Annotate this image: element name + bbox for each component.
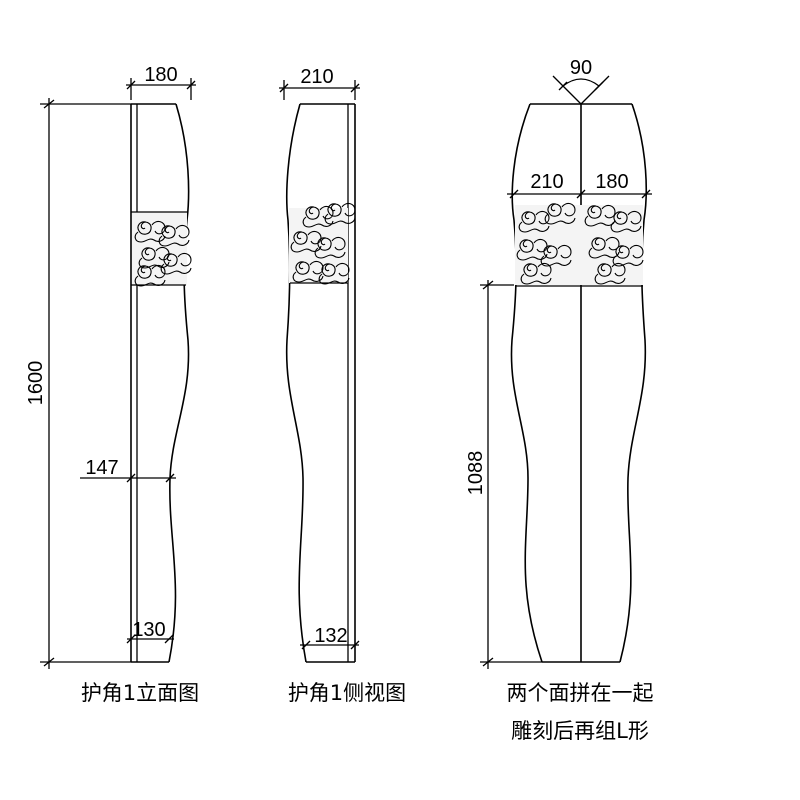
dim-label-210-left: 210 <box>530 171 563 193</box>
view-3-assembled: 90 <box>465 57 654 743</box>
caption-view-2: 护角1侧视图 <box>288 681 406 705</box>
dim-label-132: 132 <box>314 625 347 647</box>
dim-top-width-2: 210 <box>279 66 360 100</box>
dim-height-1088: 1088 <box>465 280 542 669</box>
view-2-side: 210 132 护角1侧视 <box>279 66 406 705</box>
carving-band-1 <box>131 211 192 287</box>
column-1-outline <box>130 103 190 663</box>
dim-height-1600: 1600 <box>25 98 131 669</box>
view-1-elevation: 180 1600 <box>25 64 199 705</box>
dim-split-widths: 210 180 <box>507 171 652 199</box>
caption-view-1: 护角1立面图 <box>81 681 199 705</box>
dim-angle-90: 90 <box>552 57 610 105</box>
column-2-outline <box>285 103 356 663</box>
dim-bottom-width-2: 132 <box>300 625 360 650</box>
dim-label-210: 210 <box>300 66 333 88</box>
dim-label-1088: 1088 <box>465 451 487 496</box>
dim-top-width-1: 180 <box>126 64 196 100</box>
column-3-outline <box>510 103 647 663</box>
dim-label-1600: 1600 <box>25 361 47 406</box>
dim-mid-width-1: 147 <box>80 457 176 483</box>
dim-label-130: 130 <box>132 619 165 641</box>
dim-label-180: 180 <box>144 64 177 86</box>
caption-view-3-line-2: 雕刻后再组L形 <box>511 719 649 743</box>
carving-band-2 <box>289 202 356 285</box>
dim-label-90: 90 <box>570 57 592 79</box>
caption-view-3-line-1: 两个面拼在一起 <box>507 681 654 705</box>
dim-bottom-width-1: 130 <box>126 619 174 644</box>
dim-label-147: 147 <box>85 457 118 479</box>
dim-label-180-right: 180 <box>595 171 628 193</box>
carving-band-3 <box>515 202 644 287</box>
